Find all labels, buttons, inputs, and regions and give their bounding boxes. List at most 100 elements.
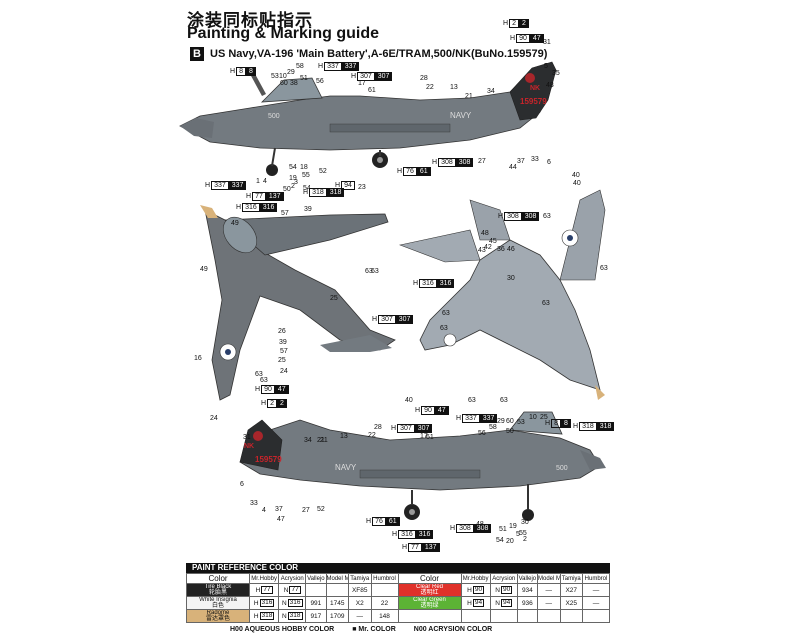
callout-number: 3 — [294, 179, 298, 186]
callout-number: 63 — [468, 397, 476, 404]
paint-cell — [559, 609, 583, 623]
callout-number: 51 — [300, 75, 308, 82]
callout-number: 63 — [500, 397, 508, 404]
callout-number: 17 — [420, 433, 428, 440]
callout-number: 45 — [489, 238, 497, 245]
paint-cell: 1709 — [325, 609, 349, 623]
callout-number: 23 — [358, 184, 366, 191]
callout-number: 63 — [255, 371, 263, 378]
callout-number: 54 — [289, 164, 297, 171]
callout-number: 49 — [231, 220, 239, 227]
navy-lettering-bottom: NAVY — [335, 463, 357, 472]
callout-number: 5 — [544, 63, 548, 70]
callout-number: 2 — [523, 536, 527, 543]
callout-number: 33 — [531, 156, 539, 163]
callout-number: 49 — [200, 266, 208, 273]
paint-color-swatch — [397, 609, 462, 623]
callout-number: 13 — [450, 84, 458, 91]
paint-header-cell: Model Master — [537, 573, 561, 584]
callout-number: 37 — [275, 506, 283, 513]
paint-cell: XF85 — [348, 583, 372, 597]
callout-number: 58 — [489, 424, 497, 431]
page-title-chinese: 涂装同标贴指示 — [187, 11, 313, 31]
paint-header-cell: Mr.Hobby — [460, 573, 491, 584]
callout-number: 24 — [280, 368, 288, 375]
callout-number: 63 — [600, 265, 608, 272]
callout-number: 63 — [365, 268, 373, 275]
paint-header-cell: Vallejo — [516, 573, 539, 584]
callout-number: 21 — [320, 437, 328, 444]
callout-number: 29 — [287, 69, 295, 76]
callout-number: 46 — [507, 246, 515, 253]
paint-cell: X2 — [348, 596, 372, 610]
callout-number: 60 — [280, 80, 288, 87]
paint-cell — [582, 609, 610, 623]
paint-cell: X27 — [559, 583, 583, 597]
tail-code-bottom: NK — [244, 443, 254, 450]
callout-number: 39 — [304, 206, 312, 213]
navy-lettering-top: NAVY — [450, 111, 472, 120]
callout-number: 28 — [374, 424, 382, 431]
callout-number: 34 — [487, 88, 495, 95]
paint-header-cell: Model Master — [325, 573, 349, 584]
paint-cell: 148 — [370, 609, 399, 623]
side-view-top: NAVY 500 159579 NK — [179, 61, 557, 176]
paint-header-cell: Vallejo — [305, 573, 327, 584]
callout-number: 31 — [543, 39, 551, 46]
callout-number: 53 — [517, 419, 525, 426]
legend-acrysion: N00 ACRYSION COLOR — [413, 626, 493, 633]
squadron-emblem-bottom — [253, 431, 263, 441]
callout-number: 21 — [317, 437, 325, 444]
callout-number: 40 — [573, 180, 581, 187]
callout-number: 54 — [303, 185, 311, 192]
plan-view-upper — [200, 205, 396, 401]
paint-cell: 934 — [516, 583, 539, 597]
callout-number: 34 — [304, 437, 312, 444]
callout-number: 33 — [250, 500, 258, 507]
paint-cell: X25 — [559, 596, 583, 610]
callout-number: 43 — [478, 247, 486, 254]
callout-number: 58 — [296, 63, 304, 70]
serial-top: 159579 — [520, 97, 547, 106]
serial-bottom: 159579 — [255, 455, 282, 464]
callout-number: 6 — [240, 481, 244, 488]
callout-number: 54 — [496, 537, 504, 544]
squadron-emblem-top — [525, 73, 535, 83]
page-title: Painting & Marking guide — [187, 25, 380, 42]
paint-cell: — — [348, 609, 372, 623]
paint-cell — [537, 609, 561, 623]
paint-legend: H00 AQUEOUS HOBBY COLOR ■ Mr. COLOR N00 … — [230, 626, 492, 633]
paint-header-cell: Humbrol — [582, 573, 610, 584]
callout-number: 36 — [497, 246, 505, 253]
paint-cell: — — [582, 583, 610, 597]
callout-number: 63 — [543, 213, 551, 220]
callout-number: 13 — [340, 433, 348, 440]
callout-number: 26 — [278, 328, 286, 335]
callout-number: 40 — [405, 397, 413, 404]
paint-cell: — — [582, 596, 610, 610]
callout-number: 37 — [517, 158, 525, 165]
callout-number: 40 — [572, 172, 580, 179]
callout-number: 44 — [509, 164, 517, 171]
paint-cell: 936 — [516, 596, 539, 610]
